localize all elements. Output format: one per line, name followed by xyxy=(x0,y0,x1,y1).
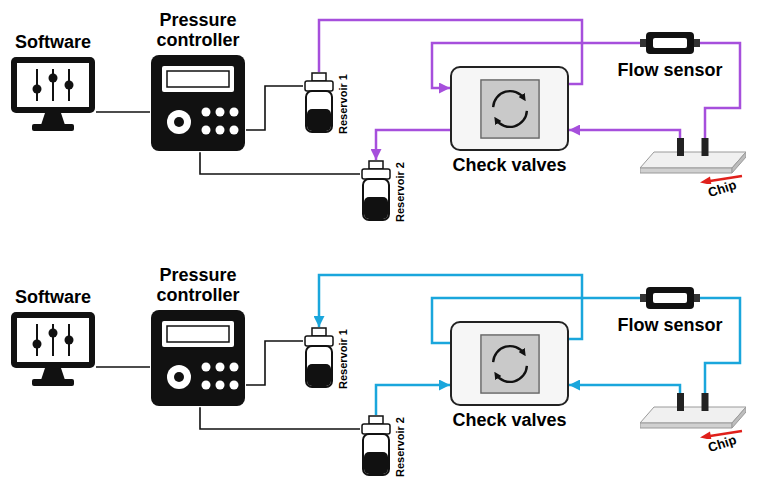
chip-slide xyxy=(640,393,746,439)
chip-slide xyxy=(640,138,746,184)
reservoir: Reservoir 2 xyxy=(360,415,408,477)
flow-sensor-body xyxy=(640,287,700,309)
microfluidic-chip: Chip xyxy=(640,393,746,457)
node-label: Reservoir 1 xyxy=(337,329,349,389)
node-label: Reservoir 2 xyxy=(394,417,406,477)
flow-sensor-icon xyxy=(615,30,725,56)
microfluidic-chip: Chip xyxy=(640,138,746,202)
node-label: Check valves xyxy=(452,155,566,175)
flow-sensor-body xyxy=(640,32,700,54)
software-monitor: Software xyxy=(10,32,96,132)
reservoir: Reservoir 1 xyxy=(303,327,351,389)
node-label: Software xyxy=(10,32,96,52)
fluid-tubing xyxy=(569,385,680,393)
check-valve-icon-drawing xyxy=(480,79,538,137)
reservoir-icon xyxy=(303,72,335,134)
signal-cable xyxy=(246,341,303,385)
node-label: Reservoir 1 xyxy=(337,74,349,134)
signal-cable xyxy=(200,407,360,429)
signal-cable xyxy=(96,111,150,113)
node-label: Reservoir 2 xyxy=(394,162,406,222)
software-monitor-icon xyxy=(10,311,96,387)
signal-cable xyxy=(200,152,360,174)
reservoir-icon-drawing xyxy=(362,161,390,220)
reservoir: Reservoir 1 xyxy=(303,72,351,134)
check-valve-housing xyxy=(450,321,569,406)
check-valve-housing xyxy=(450,66,569,151)
fluid-tubing xyxy=(569,130,680,138)
node-label: Flow sensor xyxy=(617,315,722,335)
software-monitor: Software xyxy=(10,287,96,387)
reservoir-icon-drawing xyxy=(362,416,390,475)
fluid-tubing xyxy=(705,43,740,138)
software-monitor-icon xyxy=(10,56,96,132)
reservoir: Reservoir 2 xyxy=(360,160,408,222)
node-label: Pressure controller xyxy=(150,265,246,305)
pressure-controller-icon-drawing xyxy=(151,55,245,151)
fluid-tubing xyxy=(569,298,615,339)
pressure-controller-icon-drawing xyxy=(151,310,245,406)
node-label: Pressure controller xyxy=(150,10,246,50)
flow-sensor: Flow sensor xyxy=(615,30,725,80)
node-label: Software xyxy=(10,287,96,307)
fluid-tubing xyxy=(376,130,450,160)
signal-cable xyxy=(246,86,303,130)
check-valves: Check valves xyxy=(450,321,569,430)
pressure-controller: Pressure controller xyxy=(150,10,246,152)
pressure-controller: Pressure controller xyxy=(150,265,246,407)
fluid-tubing xyxy=(705,298,740,393)
software-monitor-icon-drawing xyxy=(11,312,95,386)
reservoir-icon xyxy=(303,327,335,389)
node-label: Flow sensor xyxy=(617,60,722,80)
tube-stub xyxy=(699,42,725,45)
tube-stub xyxy=(699,297,725,300)
check-valve-icon xyxy=(480,79,540,139)
fluid-tubing xyxy=(376,385,450,415)
software-monitor-icon-drawing xyxy=(11,57,95,131)
reservoir-icon-drawing xyxy=(305,73,333,132)
fluid-tubing xyxy=(569,43,615,84)
flow-sensor-icon xyxy=(615,285,725,311)
check-valves: Check valves xyxy=(450,66,569,175)
reservoir-icon xyxy=(360,160,392,222)
pressure-controller-icon xyxy=(150,54,246,152)
flow-sensor: Flow sensor xyxy=(615,285,725,335)
tube-stub xyxy=(615,297,641,300)
reservoir-icon-drawing xyxy=(305,328,333,387)
pressure-controller-icon xyxy=(150,309,246,407)
signal-cable xyxy=(96,366,150,368)
tube-stub xyxy=(615,42,641,45)
reservoir-icon xyxy=(360,415,392,477)
check-valve-icon xyxy=(480,334,540,394)
node-label: Check valves xyxy=(452,410,566,430)
check-valve-icon-drawing xyxy=(480,334,538,392)
